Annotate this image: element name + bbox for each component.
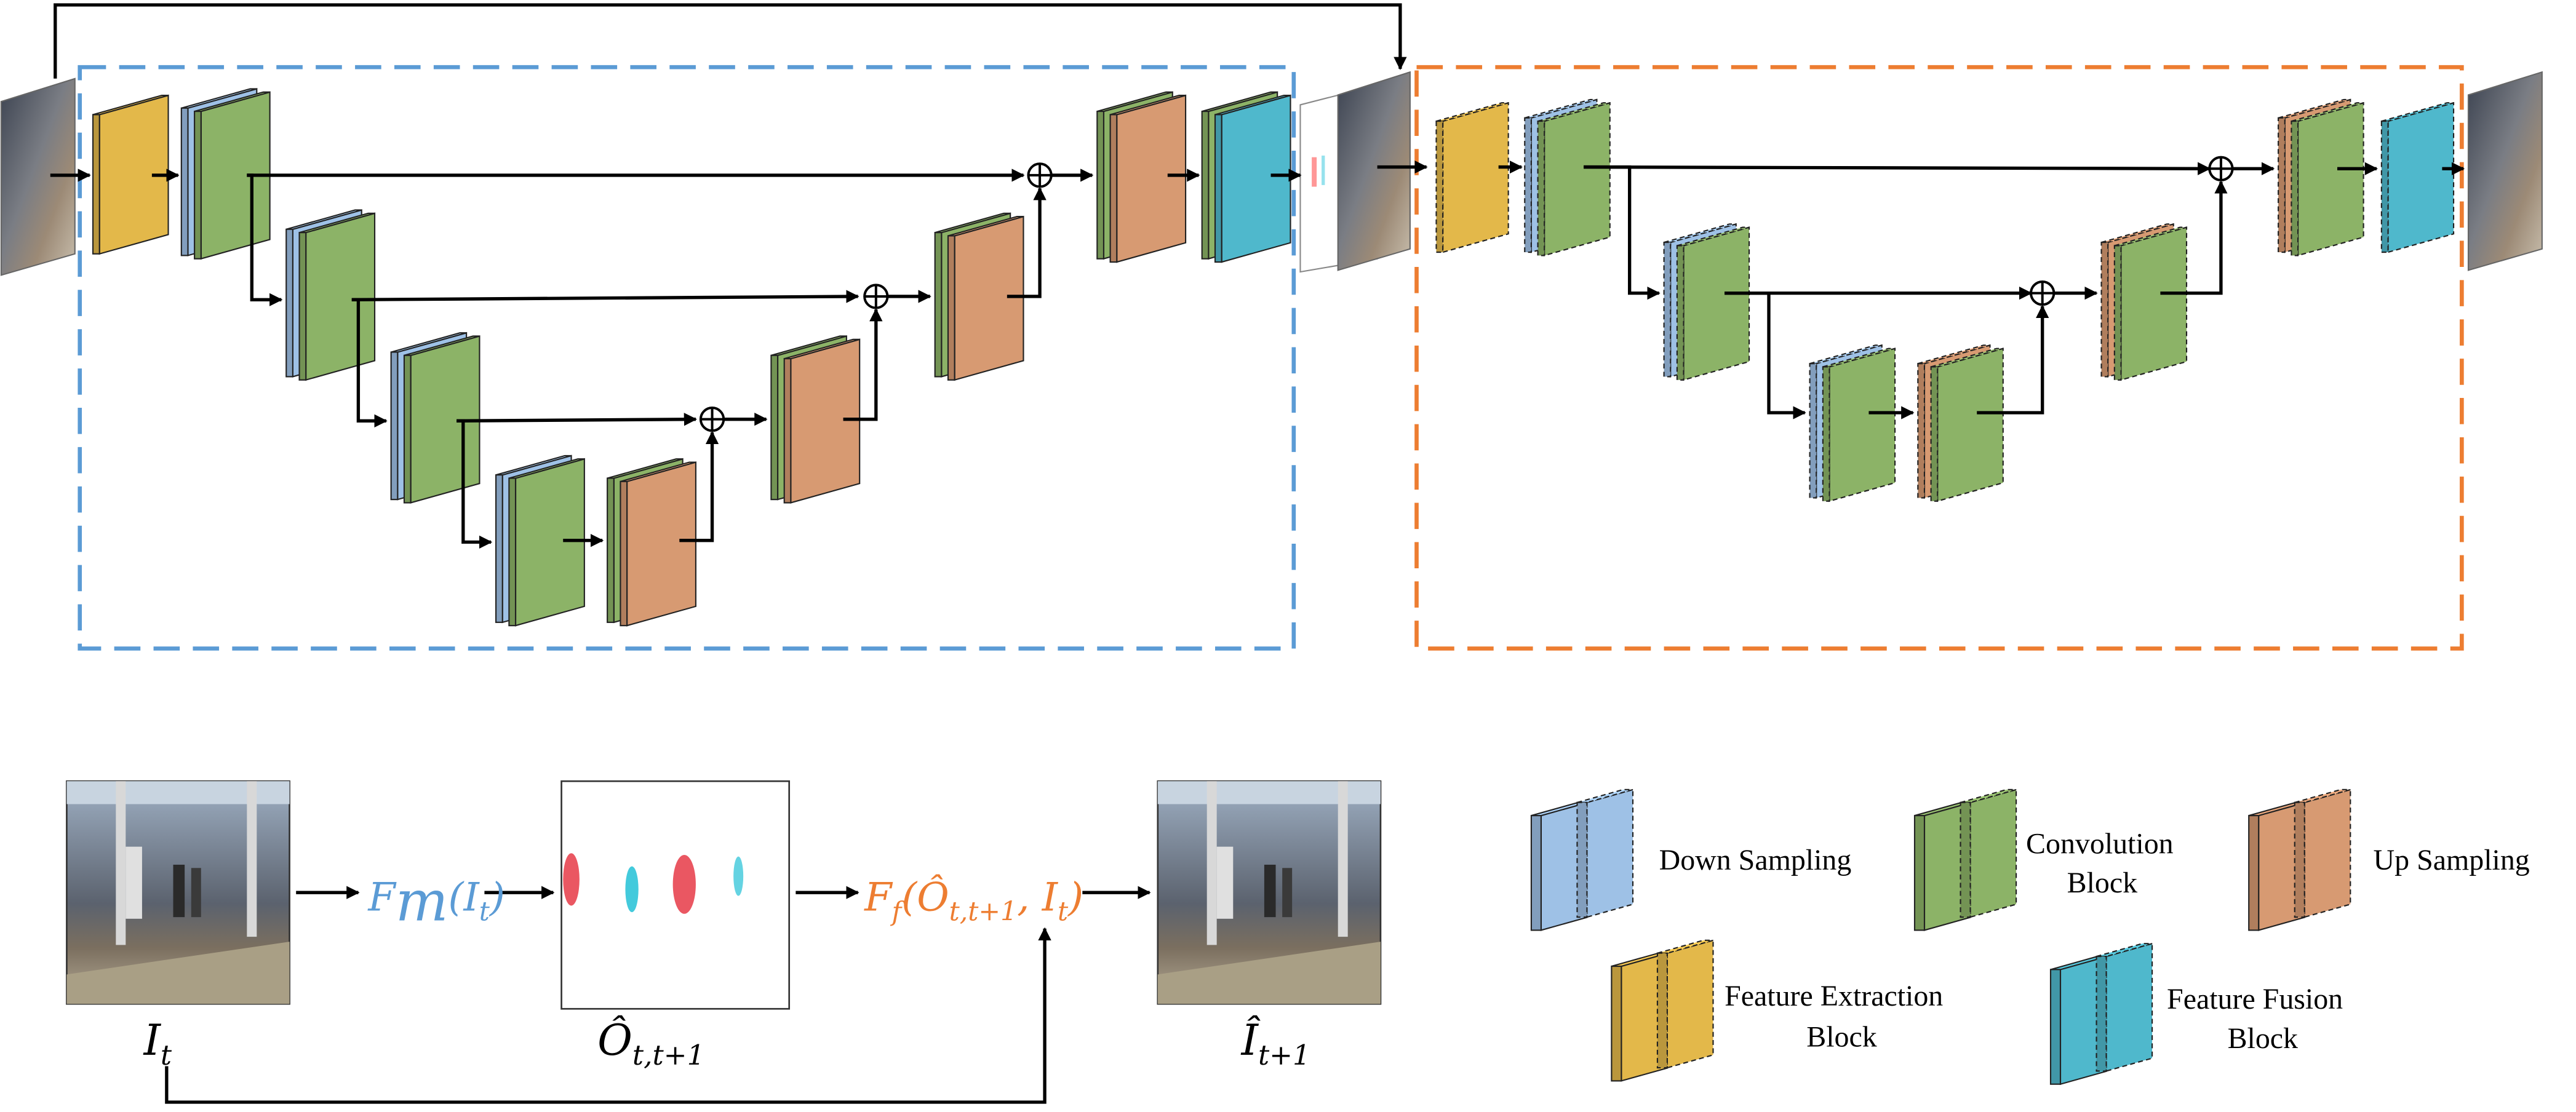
legend-up-sampling: Up Sampling	[2374, 844, 2530, 876]
feature-fusion-block-b	[1214, 94, 1291, 263]
conn-skip3	[457, 413, 698, 426]
legend-icon-down-sampling-dashed	[1576, 788, 1634, 918]
legend-feature-fusion-line2: Block	[2228, 1022, 2298, 1055]
conn-dec3-to-add2	[843, 308, 883, 421]
legend-icon-up-sampling	[2248, 788, 2351, 931]
legend-convolution-line1: Convolution	[2026, 827, 2174, 860]
predicted-image	[1157, 780, 1382, 1005]
conn-enc2-to-enc3	[351, 298, 388, 427]
motion-network-box	[78, 65, 1296, 651]
encoder-level4-b	[508, 458, 585, 627]
conn-skip2	[351, 290, 859, 303]
legend-icon-convolution-dashed	[1960, 788, 2017, 918]
legend-convolution-line2: Block	[2067, 867, 2137, 899]
fusion-add-node-level1	[2208, 156, 2234, 181]
fusion-add-node-level2	[2030, 280, 2056, 306]
output-frame	[2467, 71, 2543, 271]
legend-icon-convolution	[1913, 788, 2017, 931]
fusion-encoder-level2-b	[1676, 226, 1750, 381]
fconn-enc1-to-enc2	[1584, 165, 1661, 300]
fusion-feature-fusion-block	[2380, 101, 2455, 253]
fusion-network-box	[1414, 65, 2464, 651]
legend-feature-fusion-line1: Feature Fusion	[2167, 983, 2343, 1015]
decoder-level3-b	[783, 338, 861, 504]
decoder-level1-b	[1109, 94, 1187, 263]
add-node-level3	[699, 407, 725, 432]
conn-enc3-to-enc4	[457, 419, 493, 549]
formula-ff: Ff(Ôt,t+1, It)	[864, 873, 1083, 927]
legend-feature-extraction-line2: Block	[1806, 1020, 1876, 1053]
conn-dec4-to-add3	[679, 431, 719, 542]
legend-icon-up-sampling-dashed	[2294, 788, 2351, 918]
optical-flow-image	[560, 780, 791, 1010]
fconn-enc2-to-enc3	[1725, 291, 1806, 419]
add-node-level2	[863, 284, 889, 309]
label-it: It	[143, 1016, 172, 1071]
legend-icon-feature-fusion-dashed	[2095, 942, 2153, 1072]
legend-icon-feature-extraction	[1611, 939, 1714, 1082]
input-frame	[0, 77, 76, 276]
fusion-decoder-level3-b	[1930, 348, 2004, 502]
encoder-level2-b	[298, 212, 376, 381]
legend-feature-extraction-line1: Feature Extraction	[1725, 980, 1943, 1012]
legend-icon-feature-fusion-solid	[2049, 956, 2107, 1086]
network-connections	[50, 156, 2465, 549]
add-node-level1	[1027, 162, 1053, 188]
legend-icon-convolution-solid	[1913, 801, 1971, 931]
legend-icon-down-sampling	[1530, 788, 1634, 931]
network-layers	[92, 88, 2455, 627]
conn-enc1-to-enc2	[247, 173, 283, 306]
legend-icon-feature-fusion	[2049, 942, 2153, 1086]
legend-icon-feature-extraction-dashed	[1656, 939, 1714, 1069]
decoder-level2-b	[947, 215, 1024, 381]
arrow-it-skip-to-ff	[165, 927, 1051, 1104]
fusion-decoder-level2-b	[2113, 226, 2188, 381]
formula-fm: Fm(It)	[367, 869, 504, 934]
input-image-it	[66, 780, 290, 1005]
label-optical-flow: Ôt,t+1	[597, 1015, 704, 1071]
legend-icon-up-sampling-solid	[2248, 801, 2305, 931]
legend-icon-feature-extraction-solid	[1611, 952, 1668, 1082]
conn-dec2-to-add1	[1007, 187, 1047, 298]
fconn-skip1	[1584, 162, 2211, 175]
legend-icons	[1530, 788, 2351, 1086]
top-skip-connection	[54, 3, 1407, 79]
fusion-feature-extraction-block	[1435, 101, 1509, 253]
legend-down-sampling: Down Sampling	[1659, 844, 1852, 876]
fconn-dec3-to-add2	[1977, 304, 2049, 415]
legend-icon-down-sampling-solid	[1530, 801, 1588, 931]
fusion-encoder-level1-b	[1537, 101, 1611, 256]
fusion-decoder-level1-b	[2291, 101, 2364, 256]
fconn-dec2-to-add1	[2160, 180, 2228, 295]
label-predicted: Ît+1	[1240, 1015, 1310, 1071]
decoder-level4-b	[620, 461, 696, 627]
feature-extraction-block	[92, 94, 169, 255]
fusion-encoder-level3-b	[1822, 348, 1896, 502]
warped-frame-top	[1337, 71, 1411, 271]
